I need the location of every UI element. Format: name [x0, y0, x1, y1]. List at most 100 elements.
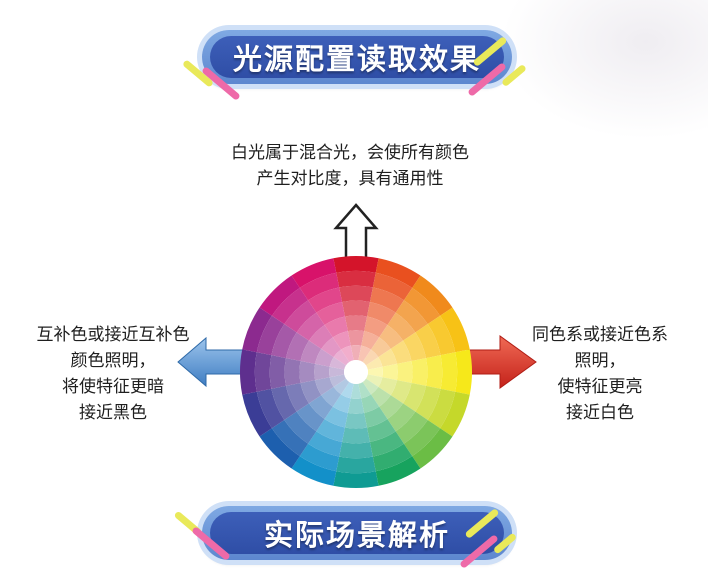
wheel-segment — [344, 315, 368, 332]
right-desc-line-1: 同色系或接近色系 — [532, 325, 668, 345]
wheel-segment — [350, 345, 362, 361]
wheel-segment — [415, 324, 441, 359]
wheel-segment — [242, 391, 272, 437]
wheel-segment — [370, 337, 391, 358]
wheel-segment — [369, 287, 404, 313]
wheel-segment — [403, 287, 441, 325]
left-arrow-icon — [177, 336, 245, 388]
top-banner-title: 光源配置读取效果 — [232, 42, 481, 76]
wheel-segment — [339, 285, 373, 302]
wheel-segment — [333, 471, 379, 488]
wheel-segment — [387, 403, 416, 432]
wheel-segment — [455, 349, 472, 395]
wheel-segment — [364, 316, 388, 338]
wheel-segment — [379, 324, 404, 349]
wheel-segment — [291, 258, 337, 288]
wheel-segment — [378, 377, 397, 396]
wheel-segment — [372, 272, 413, 301]
wheel-segment — [242, 307, 272, 353]
wheel-segment — [370, 386, 391, 407]
top-desc-line-2: 产生对比度，具有通用性 — [256, 169, 444, 189]
wheel-segment — [333, 378, 350, 395]
wheel-segment — [296, 403, 325, 432]
wheel-segment — [411, 358, 428, 386]
wheel-segment — [367, 419, 396, 443]
wheel-center — [344, 360, 368, 384]
top-description: 白光属于混合光，会使所有颜色 产生对比度，具有通用性 — [180, 140, 520, 192]
top-banner: 光源配置读取效果 — [202, 30, 512, 84]
wheel-segment — [403, 419, 441, 457]
wheel-segment — [254, 352, 272, 392]
wheel-segment — [390, 340, 412, 364]
right-desc-line-2: 照明， — [574, 351, 626, 371]
wheel-segment — [350, 383, 362, 399]
wheel-segment — [333, 256, 379, 273]
wheel-segment — [308, 287, 343, 313]
wheel-segment — [375, 258, 421, 288]
wheel-segment — [440, 391, 470, 437]
wheel-segment — [285, 332, 309, 361]
wheel-segment — [284, 411, 317, 444]
wheel-segment — [361, 331, 380, 350]
wheel-segment — [336, 270, 376, 288]
wheel-segment — [332, 394, 351, 413]
wheel-segment — [426, 355, 443, 389]
wheel-segment — [347, 398, 365, 414]
wheel-segment — [324, 316, 348, 338]
wheel-segment — [324, 406, 348, 428]
wheel-segment — [299, 360, 316, 384]
wheel-segment — [427, 315, 456, 356]
wheel-segment — [329, 366, 345, 378]
wheel-segment — [300, 340, 322, 364]
wheel-segment — [271, 324, 297, 359]
up-arrow-icon — [333, 203, 379, 260]
right-description: 同色系或接近色系 照明， 使特征更亮 接近白色 — [500, 322, 700, 426]
wheel-segment — [372, 443, 413, 472]
wheel-segment — [342, 300, 370, 317]
wheel-segment — [285, 383, 309, 412]
wheel-segment — [395, 411, 428, 444]
bottom-banner: 实际场景解析 — [202, 506, 512, 560]
wheel-segment — [440, 307, 470, 353]
wheel-segment — [347, 330, 365, 346]
wheel-segment — [367, 301, 396, 325]
wheel-segment — [321, 386, 342, 407]
left-desc-line-2: 颜色照明， — [70, 351, 156, 371]
top-desc-line-1: 白光属于混合光，会使所有颜色 — [231, 143, 469, 163]
right-desc-line-4: 接近白色 — [566, 403, 634, 423]
wheel-segment — [296, 312, 325, 341]
wheel-segment — [284, 358, 301, 386]
top-banner-inner: 光源配置读取效果 — [210, 36, 504, 78]
wheel-segment — [321, 337, 342, 358]
wheel-segment — [361, 394, 380, 413]
wheel-segment — [344, 412, 368, 429]
bottom-banner-inner: 实际场景解析 — [210, 512, 504, 554]
left-desc-line-4: 接近黑色 — [79, 403, 147, 423]
wheel-segment — [316, 301, 345, 325]
wheel-segment — [308, 395, 333, 420]
wheel-segment — [365, 357, 383, 370]
wheel-segment — [375, 456, 421, 486]
wheel-segment — [403, 383, 427, 412]
wheel-segment — [271, 287, 309, 325]
wheel-segment — [300, 380, 322, 404]
wheel-segment — [308, 324, 333, 349]
wheel-segment — [256, 388, 285, 429]
wheel-segment — [342, 427, 370, 444]
wheel-segment — [271, 419, 309, 457]
wheel-segment — [379, 395, 404, 420]
right-arrow-icon — [467, 335, 537, 389]
wheel-segment — [316, 419, 345, 443]
left-desc-line-3: 将使特征更暗 — [62, 377, 164, 397]
wheel-segment — [336, 456, 376, 474]
wheel-segment — [339, 442, 373, 459]
wheel-segment — [308, 431, 343, 457]
wheel-segment — [333, 349, 350, 366]
wheel-segment — [329, 357, 347, 370]
wheel-segment — [365, 374, 383, 387]
wheel-segment — [269, 355, 286, 389]
wheel-segment — [259, 275, 300, 316]
wheel-segment — [382, 363, 398, 381]
wheel-segment — [367, 366, 383, 378]
wheel-segment — [341, 381, 354, 399]
